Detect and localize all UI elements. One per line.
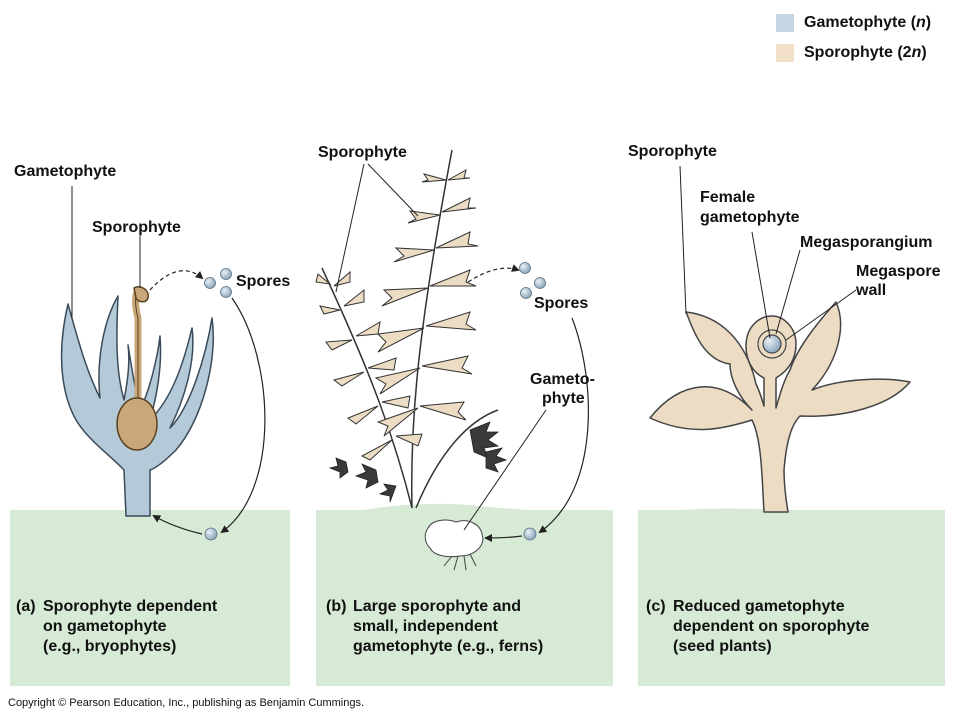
- leader-c-female-gametophyte: [751, 231, 771, 339]
- panel-c-ground-top: [638, 508, 945, 530]
- caption-c: (c) Reduced gametophyte dependent on spo…: [646, 597, 869, 657]
- label-b-sporophyte: Sporophyte: [318, 144, 407, 161]
- legend: Gametophyte (n) Sporophyte (2n): [776, 8, 931, 68]
- leader-b-sporophyte-left: [335, 163, 365, 293]
- caption-a-line-1: Sporophyte dependent: [43, 598, 218, 615]
- leader-b-gametophyte: [463, 409, 547, 531]
- gametophyte-swatch: [776, 14, 794, 32]
- caption-c-line-1: Reduced gametophyte: [673, 598, 845, 615]
- label-c-megasporangium: Megasporangium: [800, 234, 933, 251]
- label-c-female-1: Female: [700, 189, 756, 206]
- caption-a-tag: (a): [16, 598, 36, 615]
- leader-c-sporophyte: [679, 165, 687, 315]
- label-b-gametophyte-2: phyte: [542, 390, 585, 407]
- arrow-b-ground-to-gametophyte: [484, 533, 523, 542]
- label-c-female-2: gametophyte: [700, 209, 800, 226]
- caption-b-line-1: Large sporophyte and: [353, 598, 522, 615]
- caption-c-line-2: dependent on sporophyte: [673, 618, 870, 635]
- arrow-b-spores-to-ground: [538, 317, 589, 534]
- legend-label-gametophyte: Gametophyte (n): [804, 14, 932, 31]
- legend-label-sporophyte: Sporophyte (2n): [804, 44, 927, 61]
- caption-b-tag: (b): [326, 598, 347, 615]
- panel-a-ground-top: [10, 511, 290, 530]
- arrow-a-sporophyte-to-spores: [149, 270, 204, 291]
- label-b-gametophyte-1: Gameto-: [530, 371, 595, 388]
- bryophyte-sporophyte: [116, 286, 158, 451]
- label-c-megaspore-2: wall: [856, 282, 887, 299]
- label-a-gametophyte: Gametophyte: [14, 163, 117, 180]
- label-c-sporophyte: Sporophyte: [628, 143, 717, 160]
- seed-plant-ovule: [757, 329, 787, 359]
- caption-c-tag: (c): [646, 598, 666, 615]
- legend-item-sporophyte: Sporophyte (2n): [776, 38, 931, 68]
- caption-b: (b) Large sporophyte and small, independ…: [326, 597, 543, 657]
- leader-b-sporophyte-right: [367, 163, 419, 217]
- panel-c-ground: [638, 510, 945, 686]
- label-b-spores: Spores: [534, 295, 589, 312]
- label-a-spores: Spores: [236, 273, 291, 290]
- caption-b-line-2: small, independent: [353, 618, 498, 635]
- sporophyte-swatch: [776, 44, 794, 62]
- panel-b-ground-top: [316, 503, 613, 530]
- leader-c-megasporangium: [775, 249, 801, 335]
- copyright-notice: Copyright © Pearson Education, Inc., pub…: [8, 697, 365, 709]
- fern-sporophyte: [315, 149, 499, 509]
- spores-a: [204, 268, 232, 541]
- caption-a-line-3: (e.g., bryophytes): [43, 638, 177, 655]
- caption-b-line-3: gametophyte (e.g., ferns): [353, 638, 544, 655]
- arrow-a-spores-to-ground: [220, 297, 266, 534]
- label-a-sporophyte: Sporophyte: [92, 219, 181, 236]
- legend-item-gametophyte: Gametophyte (n): [776, 8, 931, 38]
- caption-a-line-2: on gametophyte: [43, 618, 167, 635]
- arrow-a-ground-to-gametophyte: [152, 515, 203, 535]
- arrow-b-fern-to-spores: [467, 264, 520, 283]
- label-c-megaspore-1: Megaspore: [856, 263, 941, 280]
- seed-plant-sporophyte: [649, 301, 911, 513]
- leader-c-megaspore-wall: [785, 289, 857, 341]
- caption-a: (a) Sporophyte dependent on gametophyte …: [16, 597, 217, 657]
- panel-a-ground: [10, 510, 290, 686]
- fern-gametophyte: [424, 519, 484, 571]
- fern-dark-fronds: [328, 421, 508, 503]
- caption-c-line-3: (seed plants): [673, 638, 772, 655]
